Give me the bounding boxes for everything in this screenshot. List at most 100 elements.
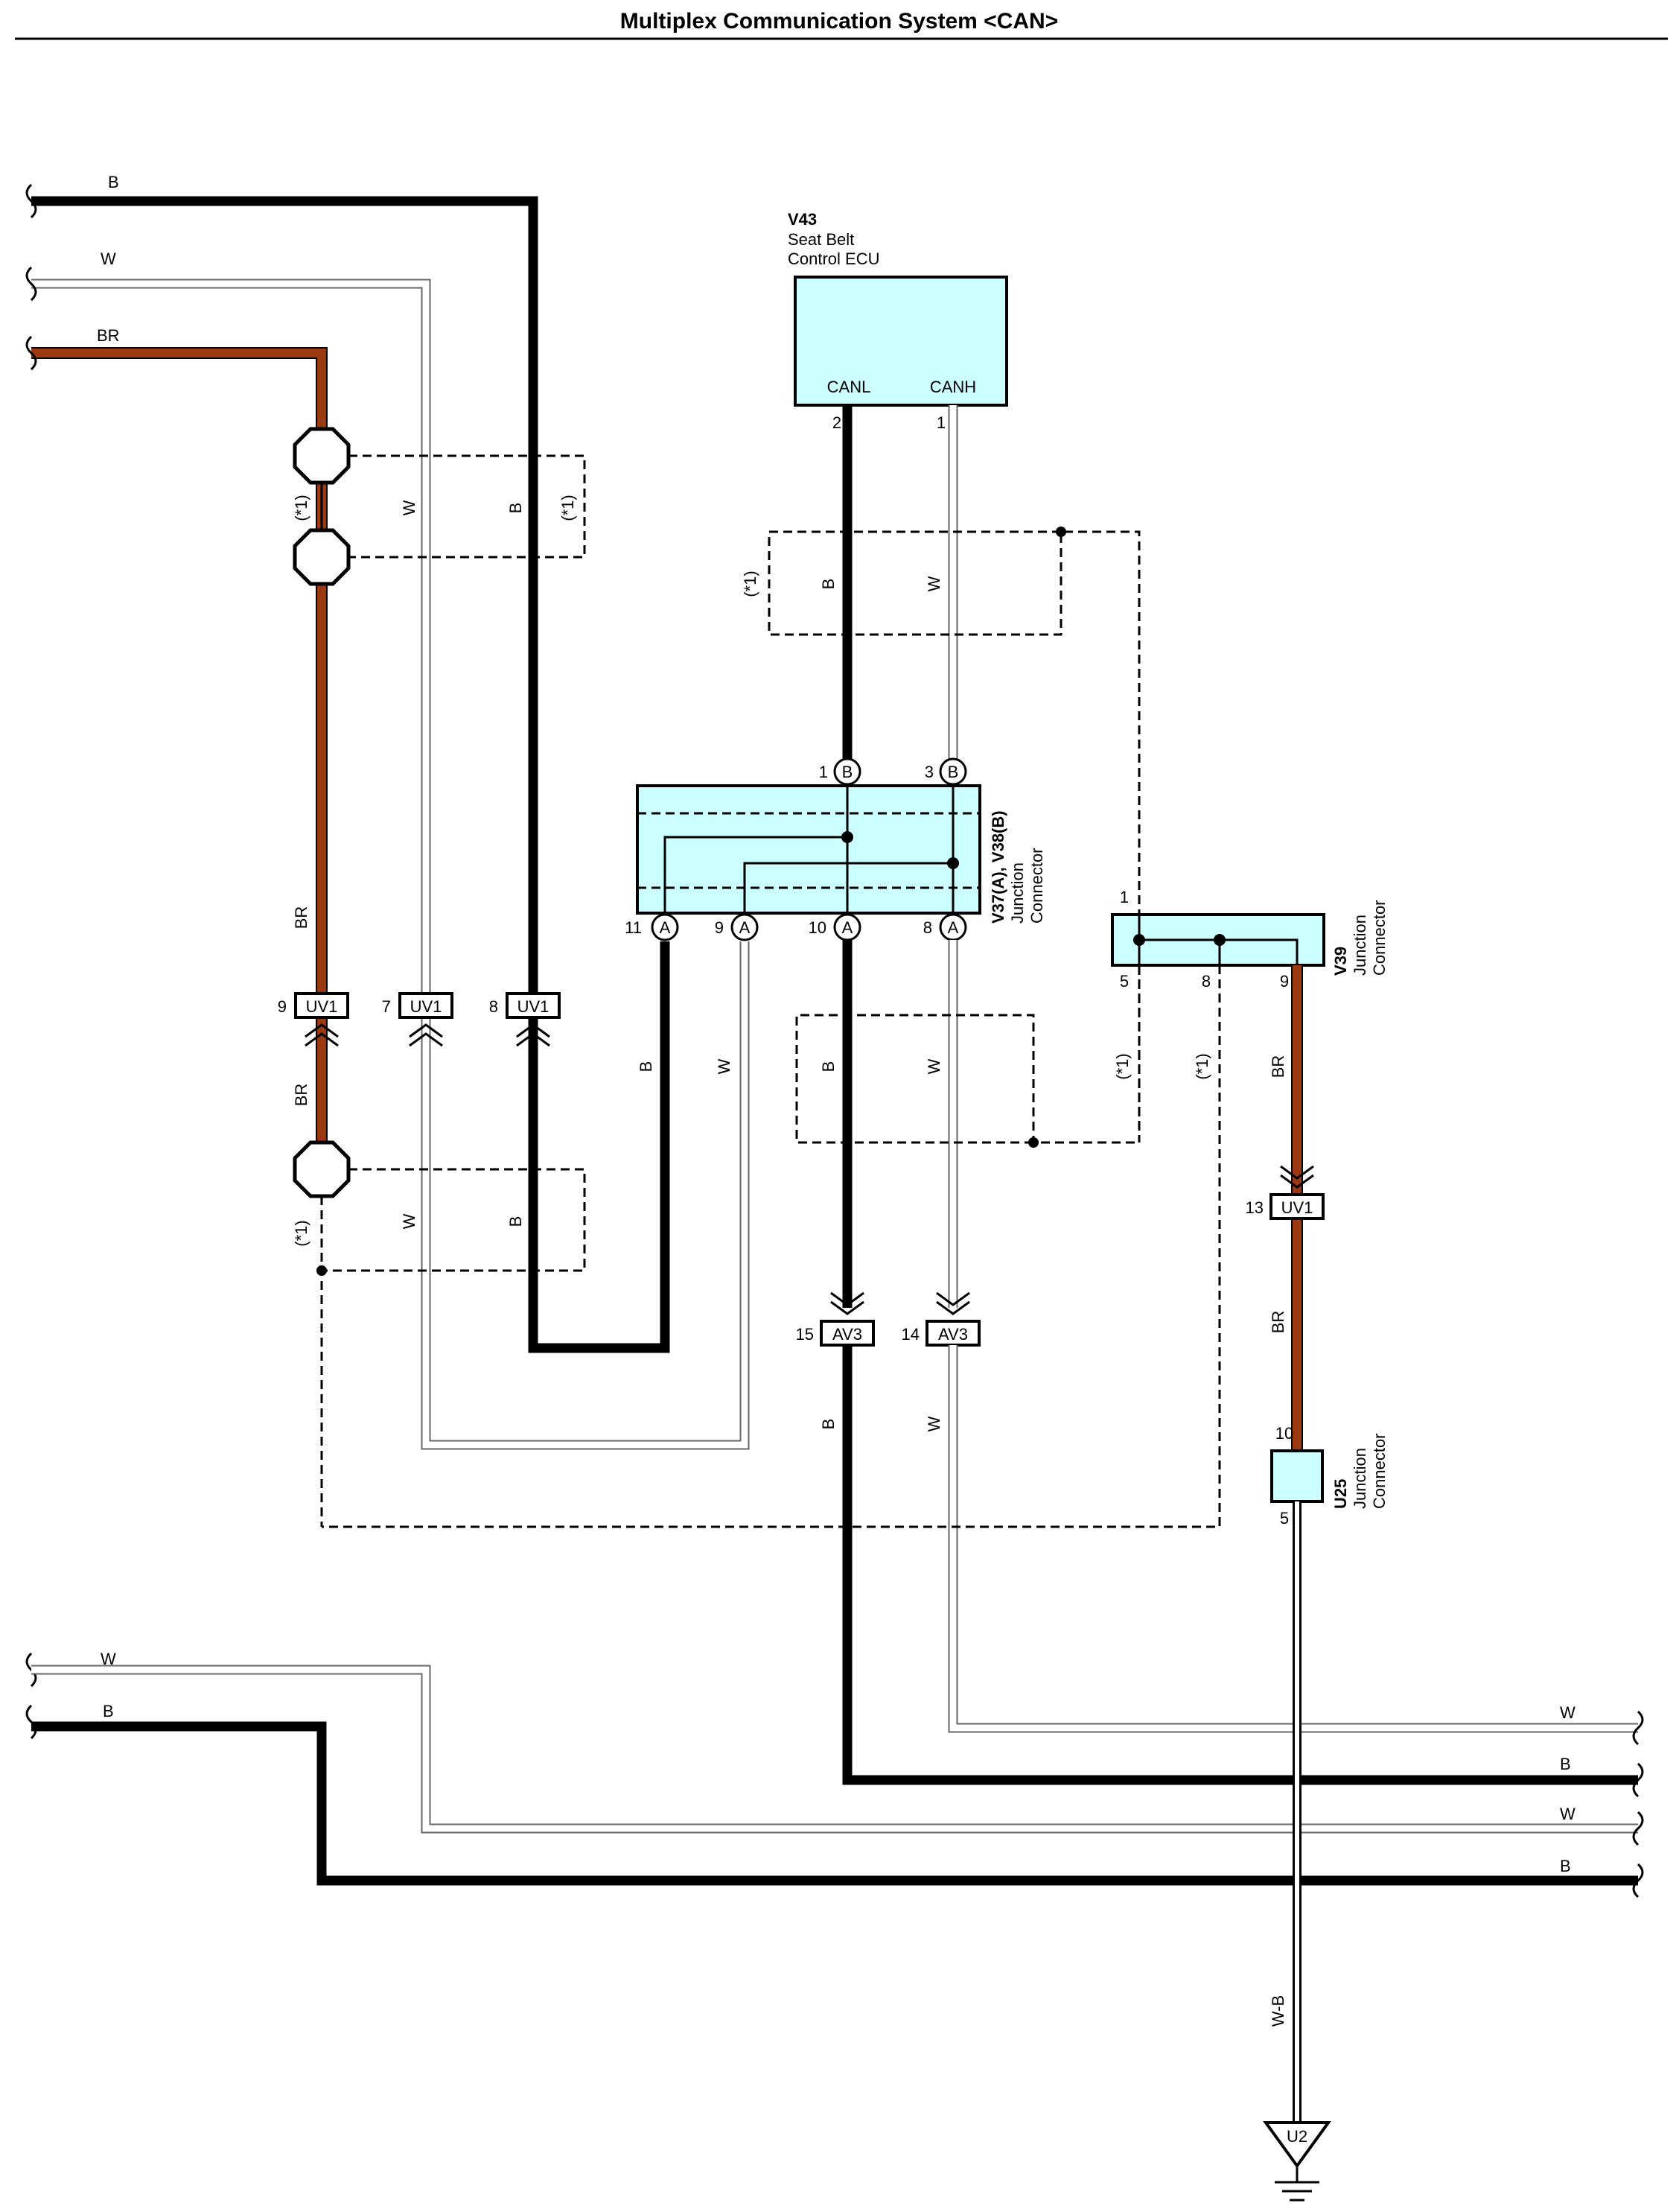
- v37-terminal-11: [651, 913, 679, 941]
- svg-text:B: B: [842, 763, 853, 781]
- wire-br-top-left: [31, 347, 328, 1158]
- v43-pin-1: 1: [937, 413, 946, 432]
- label-br-e: BR: [1269, 1311, 1287, 1334]
- wire-w-bottom-left: [31, 1665, 1638, 1834]
- note-1a: (*1): [292, 495, 310, 521]
- splice-octagon-1: [293, 427, 351, 485]
- shield-box-middle: [795, 1014, 1139, 1144]
- label-b-right-1: B: [1560, 1755, 1571, 1773]
- label-br-d: BR: [1269, 1055, 1287, 1078]
- note-1b: (*1): [558, 495, 577, 521]
- u25-pin-10: 10: [1275, 1424, 1293, 1443]
- label-br-b: BR: [292, 906, 310, 929]
- label-w-c: W: [715, 1058, 733, 1074]
- break-marks-left: [25, 183, 37, 1740]
- label-w-right-2: W: [1560, 1805, 1576, 1823]
- v43-code: V43: [788, 210, 817, 229]
- wire-b-top-left: [31, 196, 670, 1353]
- v37-terminal-1: [833, 757, 861, 786]
- page-title: Multiplex Communication System <CAN>: [620, 9, 1058, 34]
- svg-text:UV1: UV1: [517, 997, 549, 1016]
- svg-text:A: A: [948, 918, 959, 937]
- v39-pin-1: 1: [1120, 888, 1129, 906]
- u25-name1: Junction: [1351, 1448, 1369, 1509]
- ground-u2: U2: [1263, 2121, 1331, 2202]
- label-w-e: W: [925, 1058, 943, 1074]
- label-b-d: B: [819, 579, 838, 590]
- svg-text:AV3: AV3: [832, 1325, 862, 1344]
- v37-pin-8: 8: [923, 918, 932, 937]
- label-br-c: BR: [292, 1084, 310, 1107]
- v39-code: V39: [1331, 947, 1350, 976]
- note-1e: (*1): [1113, 1053, 1132, 1079]
- svg-text:14: 14: [902, 1325, 920, 1344]
- svg-text:U2: U2: [1287, 2127, 1307, 2146]
- v43-pin-canh: CANH: [930, 378, 976, 396]
- wire-b-bottom-left: [31, 1721, 1638, 1886]
- label-b-a: B: [506, 503, 525, 514]
- v43-name2: Control ECU: [788, 250, 879, 268]
- note-1c: (*1): [292, 1220, 310, 1246]
- label-w-a: W: [400, 500, 418, 515]
- connector-uv1-13: UV1 13: [1246, 1165, 1325, 1220]
- v37-pin-9: 9: [715, 918, 724, 937]
- label-b-top: B: [108, 173, 119, 191]
- v37-terminal-3: [939, 757, 967, 786]
- label-b-right-2: B: [1560, 1857, 1571, 1875]
- connector-uv1-8: UV1 8: [489, 992, 561, 1047]
- v43-name1: Seat Belt: [788, 230, 854, 249]
- label-b-b: B: [506, 1216, 525, 1227]
- shield-box-upper-left: [348, 454, 586, 559]
- svg-text:A: A: [842, 918, 853, 937]
- v39-pin-8: 8: [1202, 972, 1211, 991]
- label-b-c: B: [637, 1061, 655, 1072]
- component-v37-junction: [636, 784, 981, 915]
- v37-pin-1: 1: [819, 763, 828, 781]
- svg-text:A: A: [739, 918, 751, 937]
- v43-pin-canl: CANL: [827, 378, 871, 396]
- v37-name1: Junction: [1008, 862, 1027, 924]
- svg-text:9: 9: [278, 997, 287, 1016]
- v39-name1: Junction: [1351, 915, 1369, 976]
- note-1d: (*1): [741, 571, 759, 597]
- label-w-right-1: W: [1560, 1703, 1576, 1722]
- v37-pin-3: 3: [925, 763, 934, 781]
- wire-b-av3-bus: [842, 1345, 1638, 1785]
- svg-text:8: 8: [489, 997, 498, 1016]
- break-marks-right: [1632, 1710, 1644, 1898]
- svg-text:7: 7: [382, 997, 391, 1016]
- drain-line-v39-8: [322, 965, 1221, 1528]
- svg-text:A: A: [660, 918, 671, 937]
- connector-av3-14: AV3 14: [902, 1291, 981, 1347]
- svg-text:13: 13: [1246, 1198, 1264, 1217]
- u25-pin-5: 5: [1280, 1509, 1289, 1528]
- svg-text:UV1: UV1: [1281, 1198, 1313, 1217]
- connector-av3-15: AV3 15: [796, 1291, 875, 1347]
- shield-box-lower-left: [322, 1168, 586, 1272]
- note-1f: (*1): [1193, 1053, 1211, 1079]
- label-b-e: B: [819, 1061, 838, 1072]
- splice-octagon-3: [293, 1140, 351, 1198]
- v43-pin-2: 2: [832, 413, 841, 432]
- shield-box-ecu: [768, 530, 1141, 1142]
- connector-uv1-9: UV1 9: [278, 992, 349, 1047]
- label-w-b: W: [400, 1213, 418, 1229]
- v37-code: V37(A), V38(B): [989, 810, 1007, 924]
- v39-pin-5: 5: [1120, 972, 1129, 991]
- label-wb: W-B: [1269, 1995, 1287, 2027]
- label-b-bottom: B: [103, 1702, 114, 1720]
- v37-terminal-9: [730, 913, 759, 941]
- v37-pin-11: 11: [625, 918, 642, 937]
- u25-code: U25: [1331, 1479, 1350, 1509]
- v39-pin-9: 9: [1280, 972, 1289, 991]
- v37-name2: Connector: [1028, 848, 1046, 924]
- splice-octagon-2: [293, 528, 351, 586]
- svg-text:UV1: UV1: [306, 997, 338, 1016]
- component-v43-ecu: [794, 276, 1008, 407]
- connector-uv1-7: UV1 7: [382, 992, 453, 1047]
- v39-name2: Connector: [1370, 900, 1389, 976]
- label-w-bottom: W: [101, 1650, 116, 1668]
- label-w-d: W: [925, 576, 943, 591]
- svg-text:AV3: AV3: [938, 1325, 968, 1344]
